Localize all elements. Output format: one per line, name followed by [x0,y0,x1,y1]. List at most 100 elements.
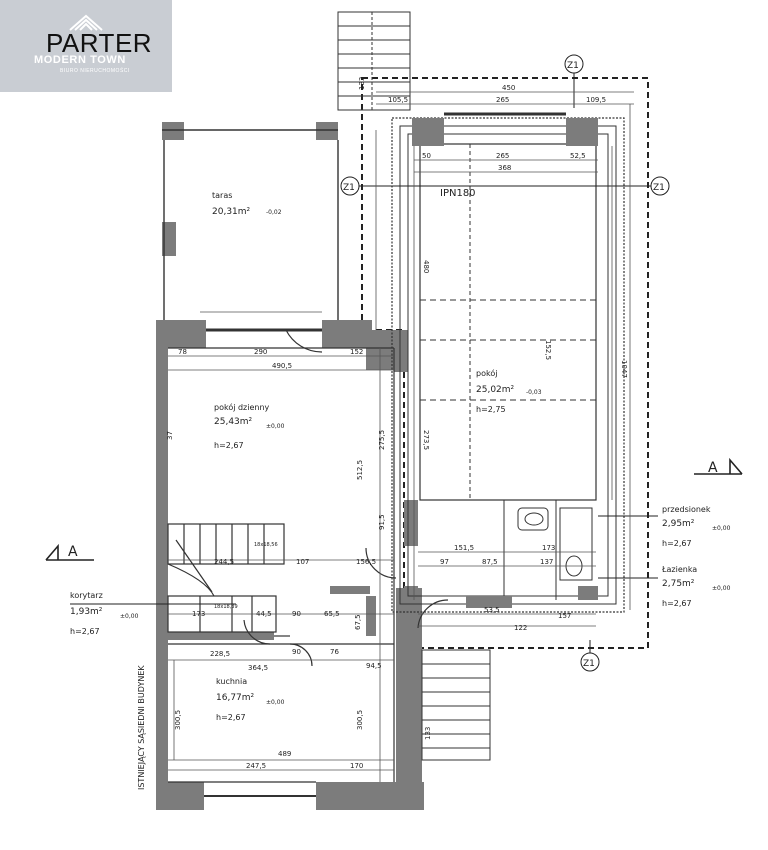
exterior-stairs-top [337,11,411,111]
kuchnia-area: 16,77m² [216,693,255,703]
dim-265-inner: 265 [496,152,509,160]
dim-53-5: 53,5 [484,606,500,614]
label-kuchnia: kuchnia 16,77m² h=2,67 ±0,00 [216,677,285,722]
interior-lines [167,329,449,797]
label-korytarz: korytarz 1,93m² h=2,67 ±0,00 [70,591,236,636]
logo: PARTER MODERN TOWN BIURO NIERUCHOMOŚCI [0,0,172,92]
pokoj-dzienny-level: ±0,00 [266,423,285,430]
section-marker-left [45,543,94,561]
pokoj-name: pokój [476,368,497,378]
dim-368: 368 [498,164,511,172]
kuchnia-height: h=2,67 [216,713,246,722]
label-taras: taras 20,31m² -0,02 [212,191,282,217]
logo-house-icon [69,14,103,31]
dim-489: 489 [278,750,291,758]
dim-44-5: 44,5 [256,610,272,618]
dim-152-5: 152,5 [544,340,552,360]
dim-247-5: 247,5 [246,762,266,770]
dim-90-bottom: 90 [292,648,301,656]
taras-level: -0,02 [266,209,282,216]
przedsionek-height: h=2,67 [662,539,692,548]
dim-152: 152 [350,348,363,356]
dim-265-top: 265 [496,96,509,104]
dim-137: 137 [540,558,553,566]
dim-67-5: 67,5 [354,614,362,630]
dim-170: 170 [350,762,363,770]
dim-37: 37 [166,431,174,440]
stairs-label-bottom: 18x18,39 [214,604,238,610]
lazienka-level: ±0,00 [712,585,731,592]
dim-364-5: 364,5 [248,664,268,672]
dim-156-5: 156,5 [356,558,376,566]
taras-outline [162,129,339,332]
dim-122: 122 [514,624,527,632]
section-label-right: A [708,460,718,476]
pokoj-dzienny-area: 25,43m² [214,417,253,427]
beam-axis [340,54,670,672]
dim-94-5: 94,5 [366,662,382,670]
lazienka-height: h=2,67 [662,599,692,608]
dim-275-5: 275,5 [378,430,386,450]
label-lazienka: Łazienka 2,75m² h=2,67 ±0,00 [598,565,731,608]
label-pokoj-dzienny: pokój dzienny 25,43m² h=2,67 ±0,00 [214,402,285,450]
dim-76: 76 [330,648,339,656]
dim-91-5: 91,5 [378,514,386,530]
pokoj-dzienny-name: pokój dzienny [214,402,270,412]
dim-133-bottom: 133 [424,727,432,740]
label-przedsionek: przedsionek 2,95m² h=2,67 ±0,00 [598,505,731,548]
dim-244-5: 244,5 [214,558,234,566]
section-label-left: A [68,544,78,560]
dim-173-left: 173 [192,610,205,618]
new-room [391,112,625,613]
axis-label-right: Z1 [653,183,665,193]
korytarz-level: ±0,00 [120,613,139,620]
section-marker-right [694,457,743,475]
dim-228-5: 228,5 [210,650,230,658]
dim-133-top: 133 [358,77,366,90]
dim-173-top: 173 [542,544,555,552]
dim-450: 450 [502,84,515,92]
dim-105-5: 105,5 [388,96,408,104]
dim-290: 290 [254,348,267,356]
przedsionek-area: 2,95m² [662,519,695,529]
neighbor-wall-label: ISTNIEJĄCY SĄSIEDNI BUDYNEK [137,665,146,790]
pokoj-dzienny-height: h=2,67 [214,441,244,450]
kuchnia-level: ±0,00 [266,699,285,706]
walls [156,122,424,810]
dim-50: 50 [422,152,431,160]
dim-300-5-right: 300,5 [356,710,364,730]
exterior-stairs-bottom [421,649,491,761]
dim-490-5: 490,5 [272,362,292,370]
dim-151-5: 151,5 [454,544,474,552]
taras-area: 20,31m² [212,207,251,217]
przedsionek-name: przedsionek [662,505,711,514]
beam-label: IPN180 [440,188,476,199]
dim-1047: 1047 [620,360,628,378]
dim-300-5-left: 300,5 [174,710,182,730]
axis-label-left: Z1 [343,183,355,193]
lazienka-area: 2,75m² [662,579,695,589]
dim-87-5: 87,5 [482,558,498,566]
dim-97: 97 [440,558,449,566]
axis-label-bottom: Z1 [583,659,595,669]
dim-480: 480 [422,260,430,273]
logo-title: PARTER [46,28,153,58]
dim-65-5: 65,5 [324,610,340,618]
dimension-lines [168,91,634,782]
dim-273-5: 273,5 [422,430,430,450]
logo-subtitle: MODERN TOWN [34,54,126,66]
dim-90-top: 90 [292,610,301,618]
dim-109-5: 109,5 [586,96,606,104]
korytarz-height: h=2,67 [70,627,100,636]
dimension-texts: 450 265 105,5 109,5 50 265 368 52,5 290 … [166,77,628,770]
pokoj-area: 25,02m² [476,385,515,395]
pokoj-level: -0,03 [526,389,542,396]
przedsionek-level: ±0,00 [712,525,731,532]
lazienka-name: Łazienka [661,565,697,574]
korytarz-name: korytarz [70,591,103,600]
dim-512-5: 512,5 [356,460,364,480]
label-pokoj: pokój 25,02m² h=2,75 -0,03 [476,368,542,414]
logo-tagline: BIURO NIERUCHOMOŚCI [60,68,130,74]
